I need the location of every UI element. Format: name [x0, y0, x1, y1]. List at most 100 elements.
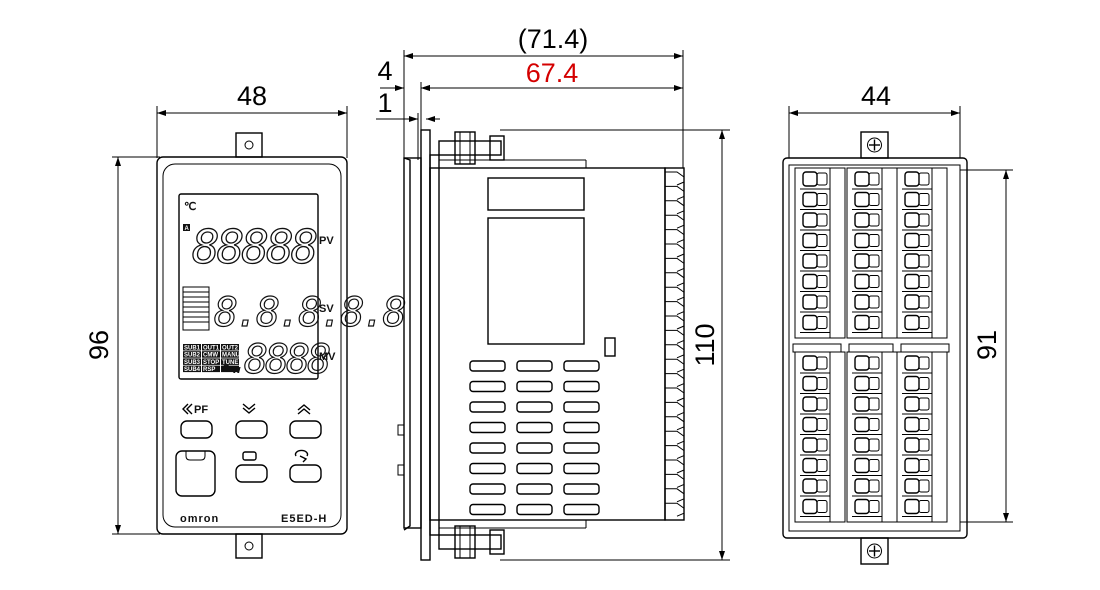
- model-label: E5ED-H: [281, 513, 327, 525]
- vent-slot: [516, 462, 553, 475]
- status-lamp: [221, 351, 239, 358]
- status-lamp-label: MANU: [222, 353, 240, 359]
- status-lamp-label: SUB1: [184, 345, 201, 351]
- terminal-screw: [904, 478, 920, 494]
- side-terminal-stack: [664, 167, 685, 521]
- terminal-screw: [904, 498, 920, 515]
- vent-slot: [563, 401, 600, 413]
- pf-key-icon: PF: [182, 403, 208, 416]
- usb-port-cover[interactable]: [175, 450, 216, 497]
- front-height-label: 96: [84, 330, 114, 360]
- terminal-screw: [802, 314, 818, 331]
- status-lamp: [183, 351, 201, 358]
- side-terminal: [665, 243, 685, 258]
- key-indicator: O: [222, 363, 231, 375]
- sv-readout: 8.8.8.8.8: [214, 290, 405, 336]
- side-terminal: [665, 315, 685, 330]
- terminal-screw: [904, 416, 920, 433]
- terminal-screw: [802, 498, 818, 515]
- terminal-screw: [854, 498, 870, 515]
- up-key-button[interactable]: [289, 420, 322, 439]
- terminal-clamp: [868, 172, 880, 186]
- status-lamp: [183, 358, 201, 365]
- terminal-clamp: [816, 397, 828, 411]
- terminal-clamp: [816, 316, 828, 329]
- down-key-icon: [242, 403, 256, 414]
- terminal-clamp: [816, 254, 828, 268]
- vent-slot: [563, 442, 600, 454]
- terminal-screw: [904, 212, 920, 228]
- mv-readout: 8888: [244, 337, 329, 383]
- side-terminal: [665, 272, 685, 287]
- level-key-icon: [294, 449, 309, 463]
- down-key-button[interactable]: [235, 420, 268, 439]
- mode-key-icon: [242, 451, 257, 461]
- side-terminal: [665, 502, 685, 517]
- terminal-clamp: [918, 479, 930, 493]
- terminal-screw: [854, 314, 870, 331]
- vent-slot: [469, 503, 506, 516]
- terminal-screw: [802, 396, 818, 412]
- vent-slots: [469, 360, 600, 516]
- terminal-screw: [854, 375, 870, 392]
- vent-slot: [516, 442, 553, 454]
- terminal-screw: [802, 457, 818, 474]
- terminal-screw: [854, 191, 870, 208]
- pf-key-label: PF: [194, 404, 208, 416]
- side-terminal: [665, 329, 685, 344]
- bargraph: [182, 286, 210, 331]
- vent-slot: [563, 380, 600, 393]
- pf-key-button[interactable]: [180, 420, 213, 439]
- terminal-screw: [854, 416, 870, 433]
- terminal-screw: [854, 171, 870, 187]
- terminal-clamp: [918, 377, 930, 390]
- terminal-screw: [904, 457, 920, 474]
- side-terminal: [665, 358, 685, 373]
- terminal-screw: [854, 294, 870, 310]
- terminal-clamp: [868, 479, 880, 493]
- status-lamp: [202, 351, 220, 358]
- mv-label: MV: [319, 351, 336, 363]
- terminal-clamp: [868, 254, 880, 268]
- terminal-clamp: [816, 234, 828, 247]
- side-terminal: [665, 229, 685, 244]
- terminal-clamp: [918, 172, 930, 186]
- side-depth-label: 67.4: [526, 58, 579, 88]
- terminal-clamp: [918, 438, 930, 452]
- terminal-screw: [802, 437, 818, 453]
- level-key-button[interactable]: [289, 464, 322, 483]
- terminal-screw: [854, 457, 870, 474]
- status-lamp: [202, 365, 220, 373]
- vent-slot: [469, 442, 506, 454]
- terminal-screw: [802, 171, 818, 187]
- terminal-screw: [802, 375, 818, 392]
- side-terminal: [665, 373, 685, 388]
- terminal-screw: [904, 375, 920, 392]
- terminal-screw: [802, 232, 818, 249]
- terminal-screw: [802, 253, 818, 269]
- terminal-clamp: [816, 418, 828, 431]
- terminal-clamp: [868, 397, 880, 411]
- side-terminal: [665, 430, 685, 445]
- mode-key-button[interactable]: [235, 464, 268, 483]
- terminal-clamp: [918, 397, 930, 411]
- terminal-clamp: [918, 193, 930, 206]
- terminal-clamp: [918, 234, 930, 247]
- side-offset-4-label: 4: [377, 56, 392, 86]
- terminal-screw: [802, 478, 818, 494]
- terminal-screw: [904, 273, 920, 290]
- status-lamp-label: TUNE: [222, 360, 238, 366]
- status-lamp-label: OUT1: [203, 345, 220, 351]
- terminal-screw: [904, 191, 920, 208]
- vent-slot: [516, 421, 553, 434]
- terminal-clamp: [918, 356, 930, 370]
- status-lamp-label: SUB2: [184, 353, 201, 359]
- terminal-clamp: [868, 213, 880, 227]
- vent-slot: [563, 421, 600, 434]
- screw-bottom: [438, 525, 505, 559]
- terminal-clamp: [816, 193, 828, 206]
- terminal-clamp: [868, 356, 880, 370]
- terminal-screw: [904, 232, 920, 249]
- terminal-screw: [854, 273, 870, 290]
- terminal-screw: [904, 314, 920, 331]
